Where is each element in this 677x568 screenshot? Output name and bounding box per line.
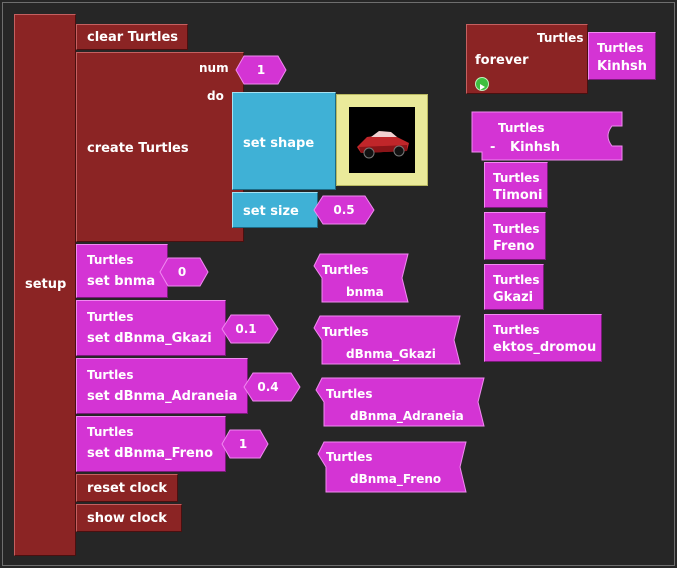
getter-freno-shape[interactable] bbox=[317, 441, 467, 493]
setup-block[interactable]: setup bbox=[14, 14, 76, 556]
forever-call-breed: Turtles bbox=[597, 41, 644, 55]
set-dbnma-freno-label: set dBnma_Freno bbox=[87, 446, 214, 461]
create-turtles-label: create Turtles bbox=[87, 141, 189, 156]
call-gkazi-breed: Turtles bbox=[493, 273, 540, 287]
adraneia-value[interactable]: 0.4 bbox=[257, 380, 279, 394]
reset-clock-label: reset clock bbox=[87, 481, 167, 496]
set-dbnma-gkazi-block[interactable]: Turtles set dBnma_Gkazi bbox=[76, 300, 226, 356]
set-size-block[interactable]: set size bbox=[232, 192, 318, 228]
call-timoni-breed: Turtles bbox=[493, 171, 540, 185]
set-dbnma-gkazi-label: set dBnma_Gkazi bbox=[87, 331, 212, 346]
call-freno-name: Freno bbox=[493, 239, 535, 254]
forever-call-block[interactable]: Turtles Kinhsh bbox=[588, 32, 656, 80]
size-input-shape[interactable] bbox=[313, 195, 375, 225]
call-ektos-dromou-block[interactable]: Turtles ektos_dromou bbox=[484, 314, 602, 362]
set-bnma-block[interactable]: Turtles set bnma bbox=[76, 244, 168, 298]
forever-label: forever bbox=[475, 53, 529, 68]
num-input-shape[interactable] bbox=[235, 55, 287, 85]
show-clock-label: show clock bbox=[87, 511, 167, 526]
set-dbnma-freno-breed: Turtles bbox=[87, 425, 134, 439]
num-value[interactable]: 1 bbox=[256, 63, 266, 77]
gkazi-value[interactable]: 0.1 bbox=[235, 322, 257, 336]
num-label: num bbox=[199, 61, 229, 75]
getter-gkazi-shape[interactable] bbox=[313, 315, 461, 365]
freno-value[interactable]: 1 bbox=[238, 437, 248, 451]
call-gkazi-block[interactable]: Turtles Gkazi bbox=[484, 264, 544, 310]
set-dbnma-adraneia-breed: Turtles bbox=[87, 368, 134, 382]
call-timoni-name: Timoni bbox=[493, 188, 543, 203]
set-dbnma-gkazi-breed: Turtles bbox=[87, 310, 134, 324]
size-value[interactable]: 0.5 bbox=[333, 203, 355, 217]
forever-block[interactable]: Turtles forever bbox=[466, 24, 588, 94]
set-bnma-breed: Turtles bbox=[87, 253, 134, 267]
clear-turtles-label: clear Turtles bbox=[87, 30, 179, 45]
forever-breed: Turtles bbox=[537, 31, 584, 45]
procedure-header-shape[interactable] bbox=[471, 111, 623, 161]
getter-adraneia-shape[interactable] bbox=[315, 377, 485, 427]
call-timoni-block[interactable]: Turtles Timoni bbox=[484, 162, 548, 208]
getter-freno-label: dBnma_Freno bbox=[350, 472, 442, 486]
set-bnma-label: set bnma bbox=[87, 274, 156, 289]
clear-turtles-block[interactable]: clear Turtles bbox=[76, 24, 188, 50]
procedure-name: Kinhsh bbox=[510, 140, 561, 155]
do-label: do bbox=[207, 89, 224, 103]
procedure-prefix: - bbox=[490, 140, 496, 155]
bnma-value[interactable]: 0 bbox=[177, 265, 187, 279]
getter-gkazi-breed: Turtles bbox=[322, 325, 369, 339]
gkazi-input-shape[interactable] bbox=[221, 314, 279, 344]
shape-preview-frame[interactable] bbox=[336, 94, 428, 186]
car-icon bbox=[357, 131, 409, 159]
procedure-breed: Turtles bbox=[498, 121, 545, 135]
reset-clock-block[interactable]: reset clock bbox=[76, 474, 178, 502]
set-dbnma-adraneia-label: set dBnma_Adraneia bbox=[87, 389, 238, 404]
call-freno-block[interactable]: Turtles Freno bbox=[484, 212, 546, 260]
forever-call-name: Kinhsh bbox=[597, 59, 648, 74]
set-dbnma-adraneia-block[interactable]: Turtles set dBnma_Adraneia bbox=[76, 358, 248, 414]
getter-gkazi-label: dBnma_Gkazi bbox=[346, 347, 436, 361]
show-clock-block[interactable]: show clock bbox=[76, 504, 182, 532]
run-icon[interactable] bbox=[475, 77, 489, 91]
adraneia-input-shape[interactable] bbox=[243, 372, 301, 402]
getter-adraneia-label: dBnma_Adraneia bbox=[350, 409, 464, 423]
set-shape-block[interactable]: set shape bbox=[232, 92, 336, 190]
getter-bnma-label: bnma bbox=[346, 285, 384, 299]
call-gkazi-name: Gkazi bbox=[493, 290, 534, 305]
bnma-input-shape[interactable] bbox=[159, 257, 209, 287]
car-shape-image bbox=[349, 107, 415, 173]
call-freno-breed: Turtles bbox=[493, 222, 540, 236]
getter-freno-breed: Turtles bbox=[326, 450, 373, 464]
setup-label: setup bbox=[25, 277, 67, 292]
getter-bnma-shape[interactable] bbox=[313, 253, 409, 303]
getter-adraneia-breed: Turtles bbox=[326, 387, 373, 401]
call-ektos-dromou-name: ektos_dromou bbox=[493, 340, 597, 355]
getter-bnma-breed: Turtles bbox=[322, 263, 369, 277]
call-ektos-dromou-breed: Turtles bbox=[493, 323, 540, 337]
freno-input-shape[interactable] bbox=[221, 429, 269, 459]
set-dbnma-freno-block[interactable]: Turtles set dBnma_Freno bbox=[76, 416, 226, 472]
create-turtles-block[interactable]: create Turtles num do bbox=[76, 52, 244, 242]
set-size-label: set size bbox=[243, 204, 299, 219]
set-shape-label: set shape bbox=[243, 136, 315, 151]
